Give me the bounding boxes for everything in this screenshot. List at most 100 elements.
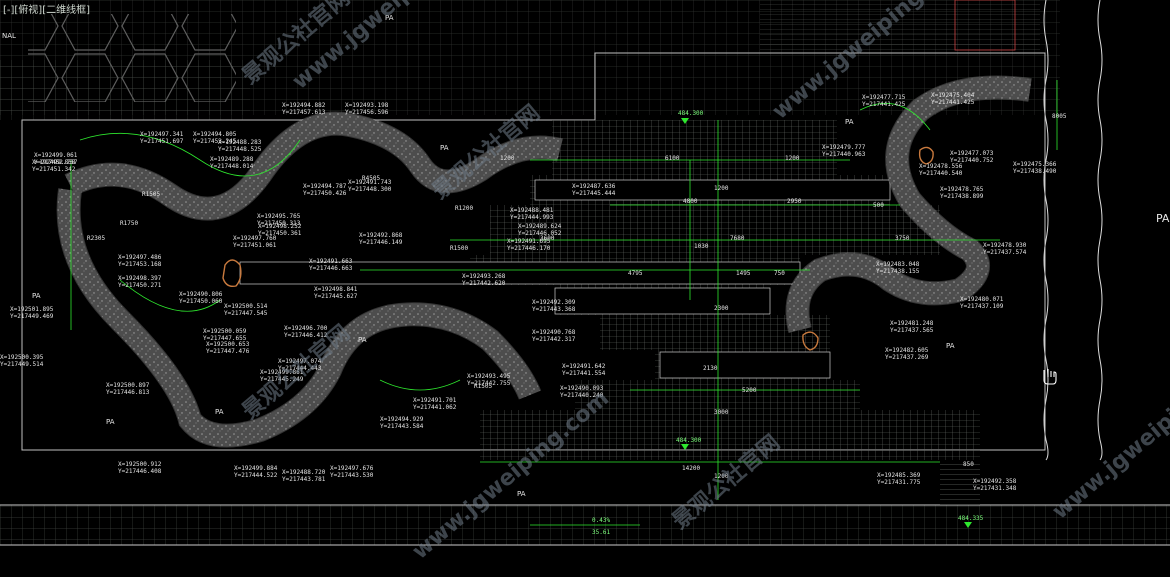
- pa-label: PA: [215, 408, 224, 416]
- coordinate-label: Y=217438.490: [1013, 168, 1057, 175]
- top-right-grid: [760, 0, 1040, 50]
- coordinate-label: Y=217431.348: [973, 485, 1017, 492]
- coordinate-label: Y=217440.963: [822, 151, 866, 158]
- coordinate-label: X=192499.861: [260, 369, 304, 376]
- coordinate-label: Y=217449.469: [10, 313, 54, 320]
- watermark-text: www.jgweiping.com: [1048, 346, 1170, 525]
- coordinate-label: Y=217443.530: [330, 472, 374, 479]
- side-label: NAL: [2, 32, 16, 40]
- pa-label-right: PA: [1156, 212, 1170, 225]
- central-grid-block-9: [480, 410, 980, 460]
- coordinate-label: X=192488.481: [510, 207, 554, 214]
- coordinate-label: Y=217441.425: [931, 99, 975, 106]
- coordinate-label: X=192496.700: [284, 325, 328, 332]
- coordinate-label: Y=217442.317: [532, 336, 576, 343]
- coordinate-label: X=192499.858: [32, 159, 76, 166]
- dimension-label: 2300: [714, 305, 729, 312]
- coordinate-label: Y=217441.425: [862, 101, 906, 108]
- coordinate-label: X=192500.059: [203, 328, 247, 335]
- coordinate-label: Y=217450.060: [179, 298, 223, 305]
- dimension-label: 1200: [785, 155, 800, 162]
- dimension-label: 8005: [1052, 113, 1067, 120]
- elevation-label-road: 484.335: [958, 515, 984, 522]
- dark-bar-1: [534, 179, 891, 201]
- coordinate-label: X=192499.884: [234, 465, 278, 472]
- coordinate-label: Y=217446.663: [309, 265, 353, 272]
- coordinate-label: Y=217446.052: [518, 230, 562, 237]
- dimension-lines: [70, 80, 1058, 526]
- coordinate-label: X=192497.074: [278, 358, 322, 365]
- coordinate-label: X=192488.720: [282, 469, 326, 476]
- coordinate-label: X=192480.071: [960, 296, 1004, 303]
- coordinate-label: Y=217450.426: [303, 190, 347, 197]
- coordinate-label: Y=217450.361: [258, 230, 302, 237]
- central-grid-block-8: [575, 380, 860, 410]
- road-length-label: 35.61: [592, 529, 610, 536]
- dimension-label: 3000: [714, 409, 729, 416]
- serpentine-path-upper: [65, 112, 563, 220]
- coordinate-label: Y=217438.899: [940, 193, 984, 200]
- coordinate-label: Y=217440.540: [919, 170, 963, 177]
- coordinate-labels: X=192494.882Y=217457.613X=192493.198Y=21…: [0, 92, 1057, 492]
- coordinate-label: X=192490.768: [532, 329, 576, 336]
- dimension-label: 3750: [895, 235, 910, 242]
- coordinate-label: X=192500.395: [0, 354, 44, 361]
- coordinate-label: X=192494.787: [303, 183, 347, 190]
- dimension-label: R1500: [450, 245, 468, 252]
- coordinate-label: Y=217445.444: [572, 190, 616, 197]
- coordinate-label: X=192479.777: [822, 144, 866, 151]
- coordinate-label: Y=217450.271: [118, 282, 162, 289]
- elevation-label-center: 484.300: [676, 437, 702, 444]
- pa-label: PA: [517, 490, 526, 498]
- dimension-label: 1030: [694, 243, 709, 250]
- coordinate-label: Y=217453.245: [193, 138, 237, 145]
- coordinate-label: X=192477.073: [950, 150, 994, 157]
- coordinate-label: Y=217443.584: [380, 423, 424, 430]
- dimension-label: 5200: [742, 387, 757, 394]
- coordinate-label: X=192491.743: [348, 179, 392, 186]
- dimension-label: 4795: [628, 270, 643, 277]
- coordinate-label: X=192497.341: [140, 131, 184, 138]
- top-right-red-rail: [954, 0, 1016, 51]
- coordinate-label: X=192489.624: [518, 223, 562, 230]
- coordinate-label: X=192491.701: [413, 397, 457, 404]
- viewport-label[interactable]: [-][俯视][二维线框]: [3, 1, 90, 16]
- serpentine-path-lower: [57, 188, 541, 447]
- coordinate-label: Y=217448.525: [218, 146, 262, 153]
- serpentine-path-upper-edge: [64, 111, 563, 221]
- road-slope-label: 0.43%: [592, 517, 610, 524]
- coordinate-label: X=192493.198: [345, 102, 389, 109]
- coordinate-label: Y=217451.061: [233, 242, 277, 249]
- coordinate-label: Y=217447.655: [203, 335, 247, 342]
- bottom-right-steps: [940, 460, 980, 505]
- pa-label: PA: [32, 292, 41, 300]
- central-grid-block-3: [490, 205, 940, 255]
- central-grid-block-1: [552, 120, 837, 175]
- left-plaza-grid: [0, 60, 250, 120]
- dimension-label: 7680: [730, 235, 745, 242]
- pa-label: PA: [358, 336, 367, 344]
- coordinate-label: Y=217453.168: [118, 261, 162, 268]
- coordinate-label: X=192490.093: [560, 385, 604, 392]
- coordinate-label: X=192492.309: [532, 299, 576, 306]
- coordinate-label: X=192478.930: [983, 242, 1027, 249]
- coordinate-label: Y=217444.522: [234, 472, 278, 479]
- dimension-label: R1200: [455, 205, 473, 212]
- dimension-label: 500: [873, 202, 884, 209]
- coordinate-label: X=192483.048: [876, 261, 920, 268]
- coordinate-label: Y=217456.596: [345, 109, 389, 116]
- coordinate-label: X=192481.248: [890, 320, 934, 327]
- coordinate-label: Y=217446.170: [507, 245, 551, 252]
- elevation-label-top: 484.300: [678, 110, 704, 117]
- dimension-label: R2305: [87, 235, 105, 242]
- coordinate-label: X=192488.283: [218, 139, 262, 146]
- boulder-1: [222, 259, 242, 288]
- dimension-label: 850: [963, 461, 974, 468]
- coordinate-label: X=192497.676: [330, 465, 374, 472]
- coordinate-label: Y=217451.342: [32, 166, 76, 173]
- coordinate-label: X=192482.605: [885, 347, 929, 354]
- coordinate-label: X=192494.929: [380, 416, 424, 423]
- coordinate-label: Y=217443.368: [532, 306, 576, 313]
- coordinate-label: X=192491.663: [309, 258, 353, 265]
